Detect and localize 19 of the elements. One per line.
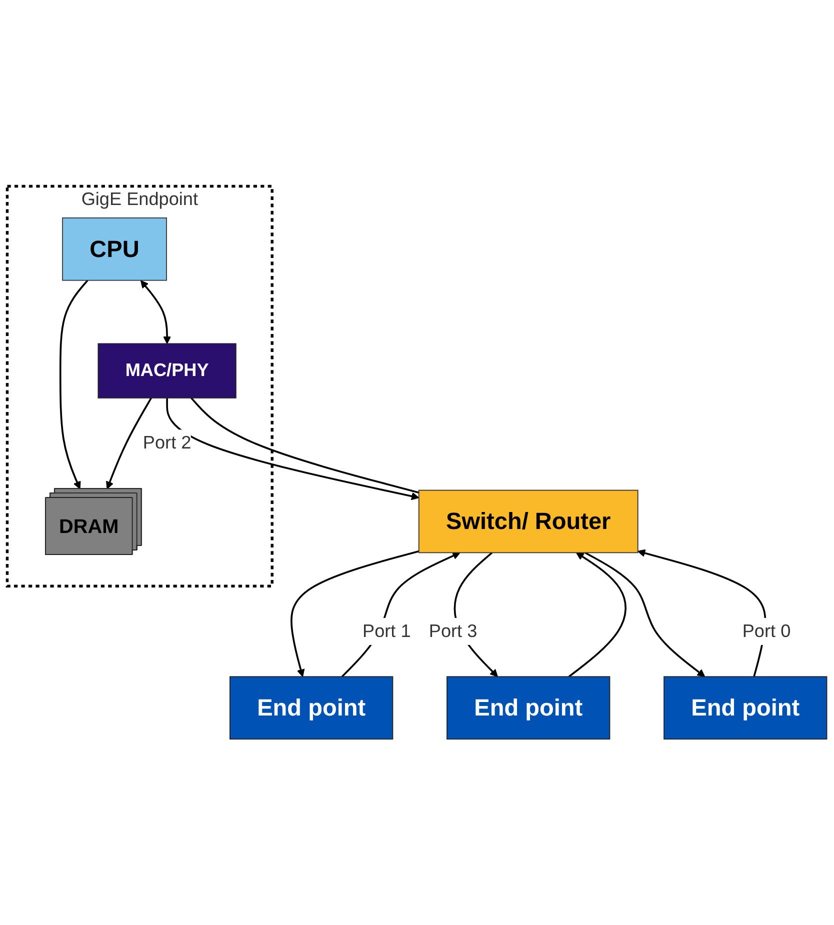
arrow — [290, 550, 420, 677]
node-box: MAC/PHY — [98, 343, 236, 398]
edge-label: Port 1 — [362, 621, 411, 642]
edge-label: Port 2 — [142, 433, 192, 453]
node-box: End point — [230, 676, 394, 740]
arrow — [341, 552, 460, 678]
arrow — [568, 552, 626, 678]
edge-label: Port 3 — [428, 621, 478, 642]
arrow — [106, 397, 152, 490]
arrow — [584, 552, 706, 677]
node-box: Switch/ Router — [418, 490, 638, 553]
arrow — [140, 280, 172, 344]
node-box: CPU — [62, 217, 167, 281]
node-box: End point — [446, 676, 610, 740]
edge-label: Port 0 — [742, 621, 791, 642]
arrow — [166, 398, 420, 500]
arrow — [59, 280, 88, 490]
node-box: End point — [664, 676, 828, 740]
connector — [190, 397, 420, 494]
